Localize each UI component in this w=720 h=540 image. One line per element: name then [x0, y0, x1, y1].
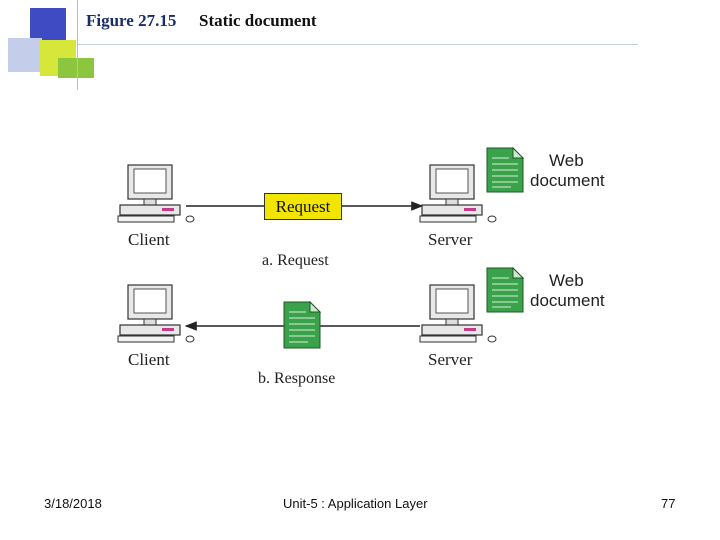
- client-computer-icon: [117, 284, 195, 343]
- web-document-icon: [486, 146, 525, 193]
- footer-date: 3/18/2018: [44, 496, 102, 511]
- server-label: Server: [428, 350, 473, 369]
- server-computer-icon: [419, 164, 497, 223]
- web-document-label-line2: document: [530, 171, 605, 190]
- title-rule: [78, 44, 638, 45]
- decor-vertical-line: [77, 0, 78, 90]
- decor-square-lightblue: [8, 38, 42, 72]
- response-document-icon: [283, 300, 322, 349]
- server-computer-icon: [419, 284, 497, 343]
- server-label: Server: [428, 230, 473, 249]
- client-label: Client: [128, 230, 170, 249]
- web-document-label-line1: Web: [549, 271, 584, 290]
- request-message-box: Request: [264, 193, 342, 220]
- panel-a-caption: a. Request: [262, 252, 329, 269]
- figure-title: Static document: [199, 11, 317, 30]
- footer-page-number: 77: [661, 496, 676, 511]
- decor-square-green: [58, 58, 94, 78]
- web-document-icon: [486, 266, 525, 313]
- client-computer-icon: [117, 164, 195, 223]
- figure-label: Figure 27.15: [86, 11, 177, 30]
- web-document-label-line1: Web: [549, 151, 584, 170]
- footer-title: Unit-5 : Application Layer: [283, 496, 428, 511]
- web-document-label-line2: document: [530, 291, 605, 310]
- panel-b-caption: b. Response: [258, 370, 336, 387]
- client-label: Client: [128, 350, 170, 369]
